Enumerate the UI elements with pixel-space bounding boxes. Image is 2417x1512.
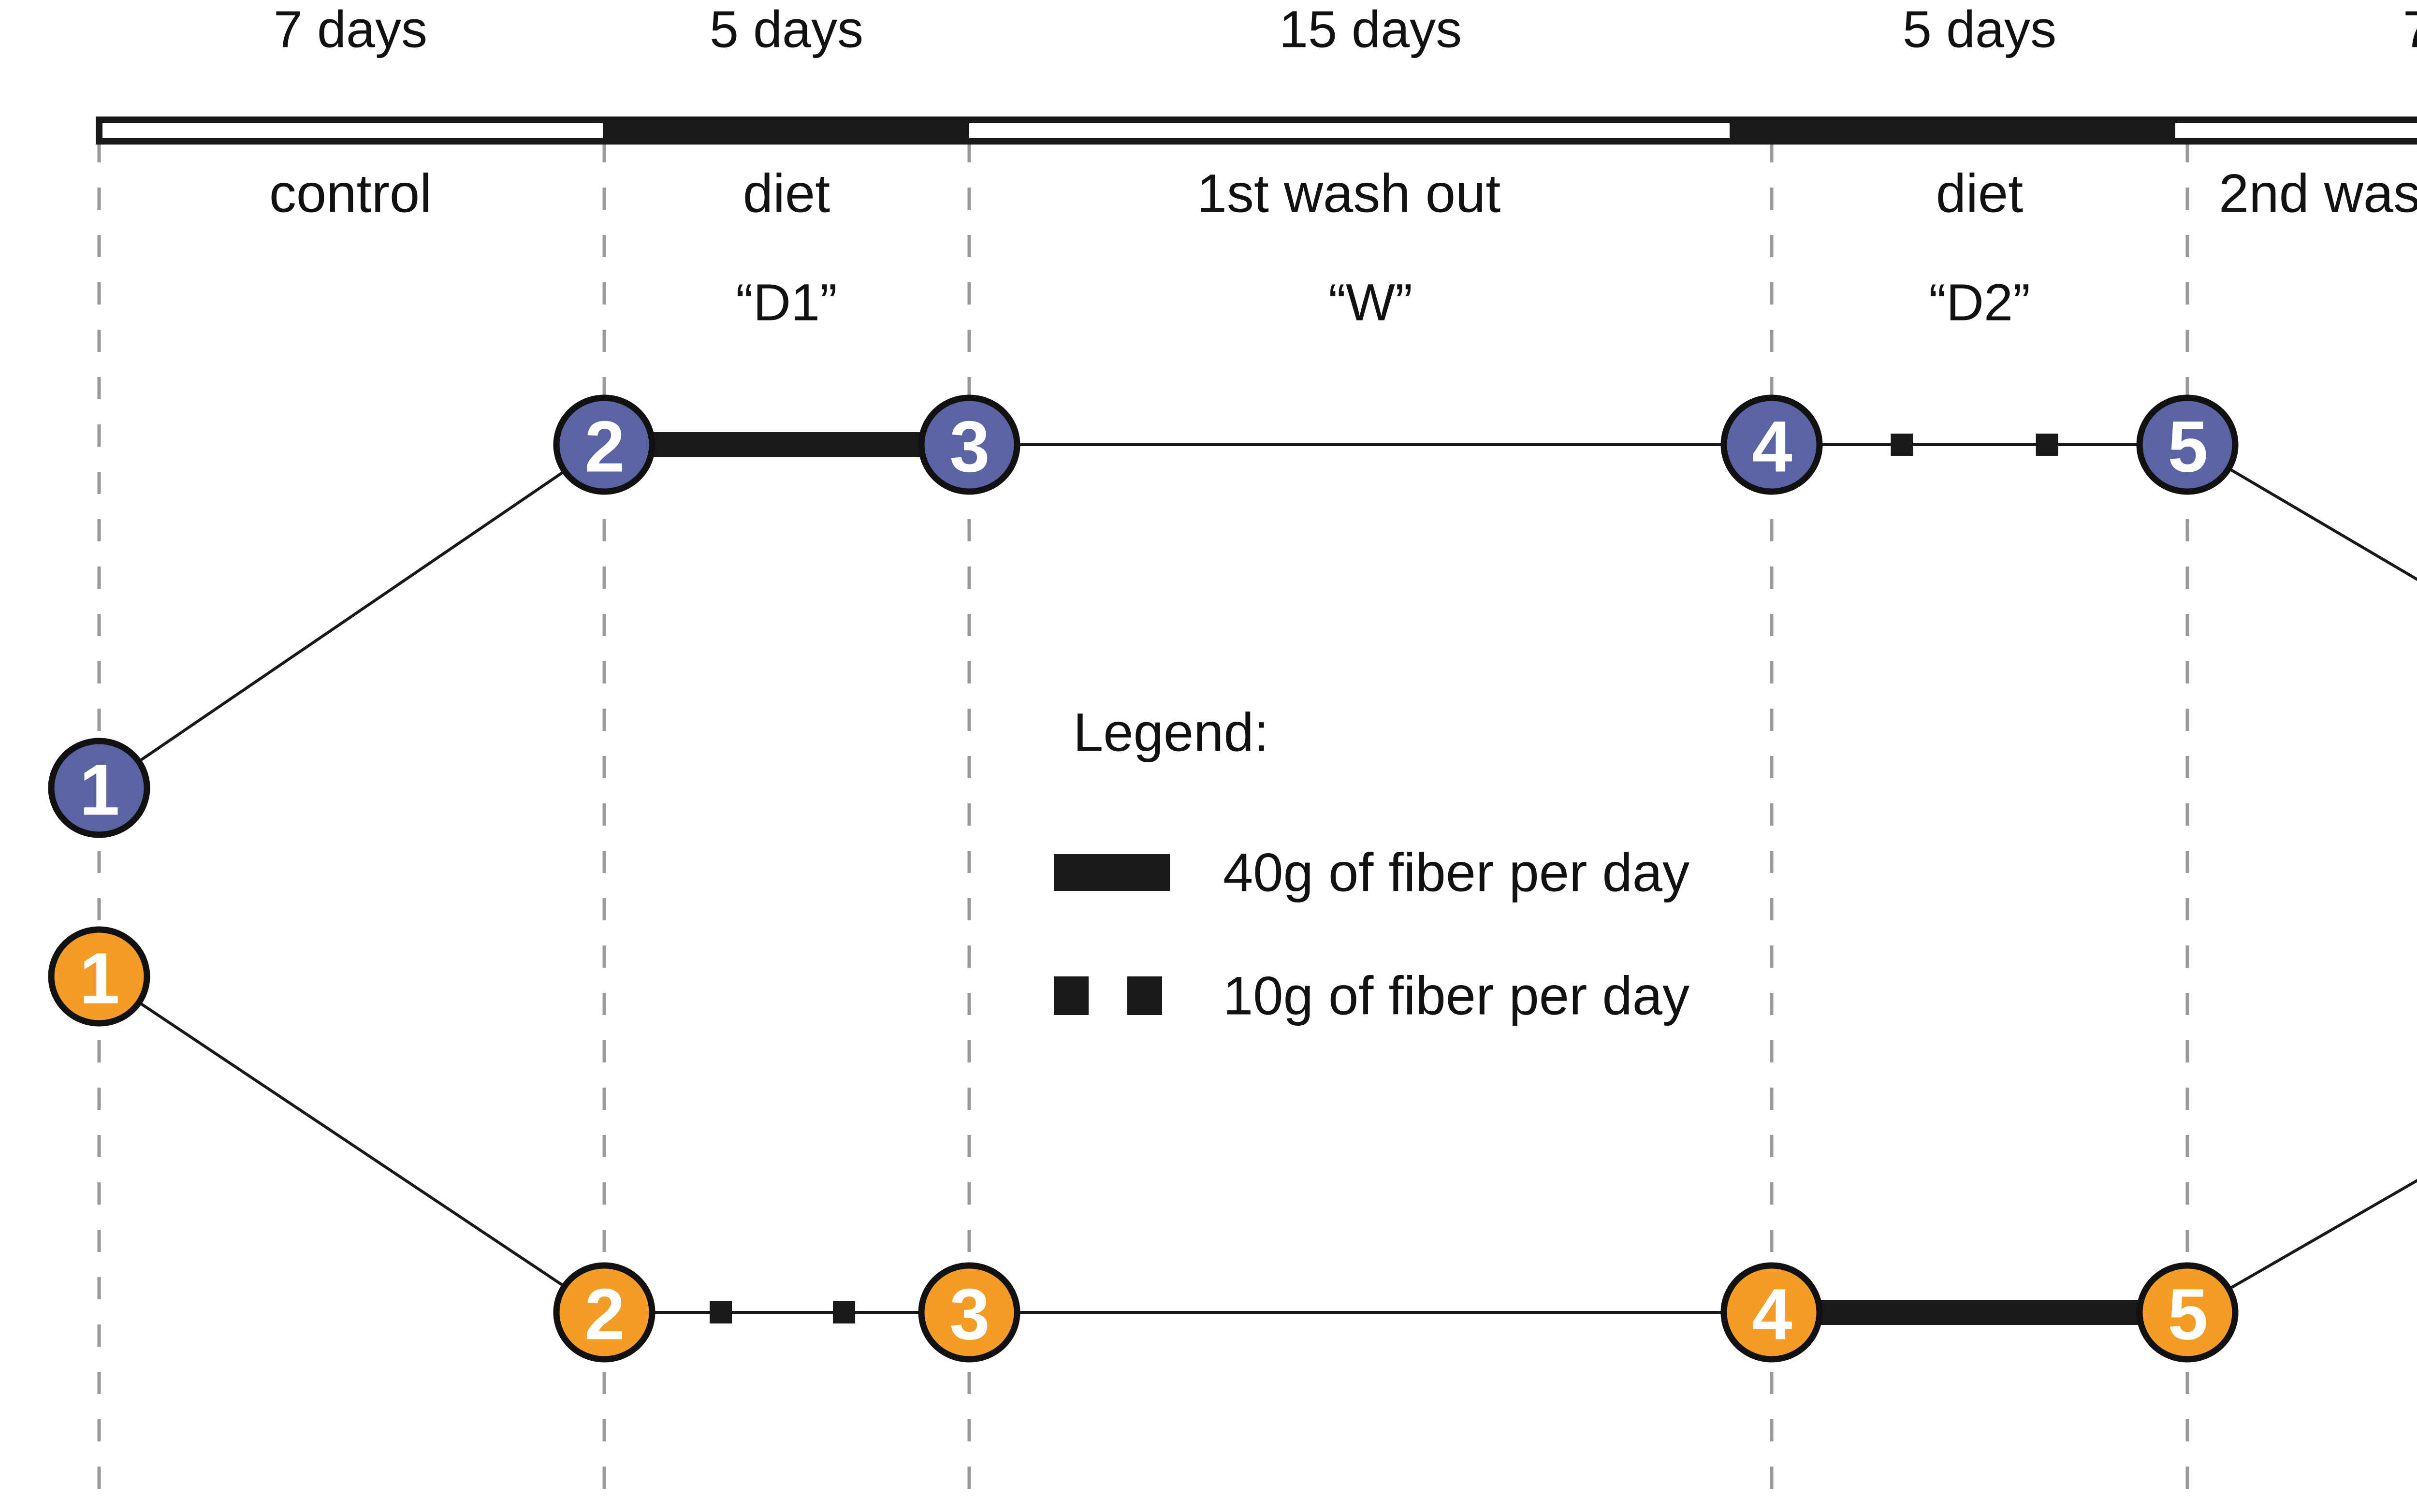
timeline-bar-outline — [96, 116, 2417, 145]
blue-arm-node-1[interactable] — [48, 738, 150, 838]
phase-label-4: diet — [1936, 163, 2024, 224]
orange-arm-link-thin — [134, 998, 569, 1291]
orange-arm-node-label-3: 3 — [949, 1273, 990, 1355]
orange-arm-link-dot-2 — [833, 1301, 856, 1323]
orange-arm-node-4[interactable] — [1720, 1262, 1823, 1363]
blue-arm-link-thin — [2224, 465, 2417, 581]
blue-arm-node-5[interactable] — [2136, 394, 2239, 495]
legend-item-label-2: 10g of fiber per day — [1223, 965, 1690, 1026]
dashed-guide-lines — [97, 140, 2189, 1503]
blue-arm-link-thin — [133, 467, 570, 766]
legend-title: Legend: — [1073, 702, 1269, 763]
timeline-segment-diet-2 — [1730, 116, 2175, 145]
timeline-bar — [96, 116, 2417, 145]
period-code-label-1: “D1” — [736, 273, 837, 332]
blue-arm-node-label-2: 2 — [584, 406, 625, 487]
duration-label-3: 15 days — [1279, 0, 1462, 58]
blue-arm-node-3[interactable] — [918, 394, 1020, 495]
orange-arm-node-1[interactable] — [48, 926, 150, 1027]
phase-label-1: control — [269, 163, 432, 224]
orange-arm-node-label-1: 1 — [79, 937, 119, 1019]
legend-swatch-square-2 — [1127, 976, 1162, 1015]
orange-arm-link-thick-40g — [1811, 1300, 2148, 1325]
blue-arm-link-thick-40g — [643, 432, 930, 457]
orange-arm-node-label-2: 2 — [584, 1273, 625, 1355]
phase-label-2: diet — [743, 163, 830, 224]
orange-arm-node-5[interactable] — [2136, 1262, 2239, 1363]
duration-label-4: 5 days — [1902, 0, 2057, 58]
study-visit-nodes — [48, 394, 2239, 1363]
duration-label-1: 7 days — [273, 0, 428, 58]
blue-arm-node-2[interactable] — [553, 394, 655, 495]
blue-arm-node-label-4: 4 — [1752, 406, 1792, 487]
blue-arm-node-label-5: 5 — [2168, 406, 2208, 487]
blue-arm-node-label-3: 3 — [949, 406, 990, 487]
period-code-label-3: “D2” — [1929, 273, 2030, 332]
orange-arm-node-label-5: 5 — [2168, 1273, 2208, 1355]
period-code-label-2: “W” — [1328, 273, 1412, 332]
arm-connectors — [133, 432, 2417, 1325]
legend-item-label-1: 40g of fiber per day — [1223, 842, 1690, 903]
blue-arm-link-dot-1 — [1891, 434, 1913, 456]
legend-swatches — [1054, 854, 1170, 1015]
legend-swatch-square-1 — [1054, 976, 1089, 1015]
phase-label-5: 2nd wash out — [2219, 163, 2417, 224]
duration-label-2: 5 days — [709, 0, 864, 58]
orange-arm-link-thin — [2224, 1178, 2417, 1293]
orange-arm-node-2[interactable] — [553, 1262, 655, 1363]
phase-label-3: 1st wash out — [1196, 163, 1501, 224]
orange-arm-node-label-4: 4 — [1752, 1273, 1792, 1355]
timeline-segment-diet-1 — [603, 116, 969, 145]
blue-arm-node-4[interactable] — [1720, 394, 1823, 495]
blue-arm-node-label-1: 1 — [79, 749, 119, 830]
duration-label-5: 7 days — [2403, 0, 2417, 59]
blue-arm-link-dot-2 — [2036, 434, 2058, 456]
legend-swatch-thick-bar — [1054, 854, 1170, 891]
orange-arm-node-3[interactable] — [918, 1262, 1020, 1363]
orange-arm-link-dot-1 — [710, 1301, 732, 1323]
